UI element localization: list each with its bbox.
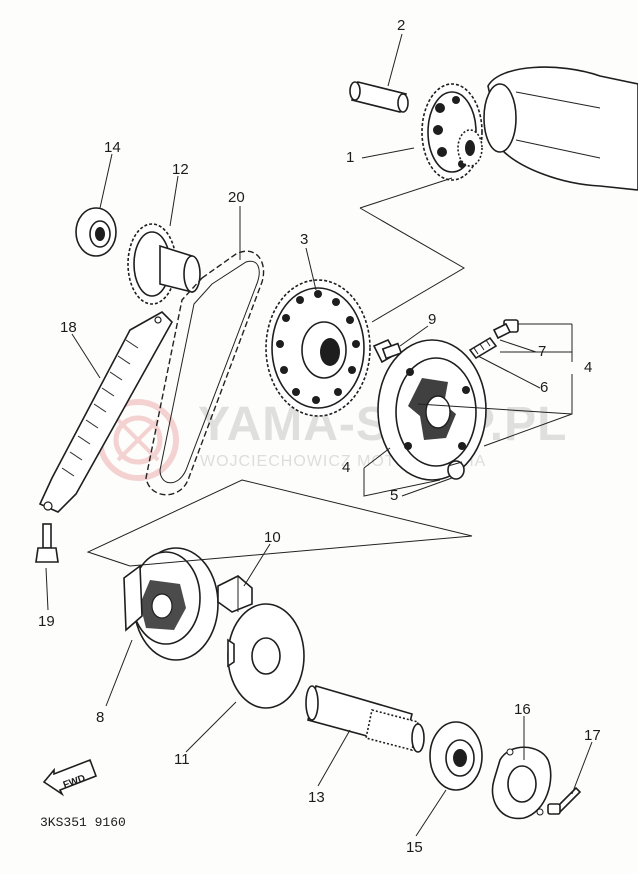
chain-guide-part-18 [38,311,173,513]
callout-10: 10 [264,529,281,546]
screw-part-17 [547,786,582,815]
callout-4-right: 4 [584,359,592,376]
callout-2: 2 [397,17,405,34]
crankshaft-end [483,66,638,191]
assembly-lines [86,177,573,567]
idle-gear-part-1 [421,83,483,181]
callout-9: 9 [428,311,436,328]
bearing-part-15 [429,721,483,791]
callout-15: 15 [406,839,423,856]
pin-part-2 [349,81,409,113]
drive-gear-part-12 [127,223,201,305]
bolt-part-9 [372,338,403,364]
clutch-housing-part-8 [123,547,219,661]
primary-sheave-part-11 [227,603,305,709]
starter-wheel-gear-part-3 [265,279,371,417]
spring-part-6 [468,336,498,360]
weight-part-10 [217,575,253,613]
callout-20: 20 [228,189,245,206]
callout-numbers: 2 1 3 9 7 4 6 4 5 20 12 14 18 19 10 8 11… [38,17,601,856]
starter-clutch-part-4 [377,339,487,481]
callout-16: 16 [514,701,531,718]
bearing-part-14 [75,207,117,257]
callout-6: 6 [540,379,548,396]
callout-12: 12 [172,161,189,178]
roller-part-5 [447,460,465,480]
leader-lines [45,33,593,837]
callout-11: 11 [174,751,190,768]
plunger-part-7 [492,319,519,340]
callout-14: 14 [104,139,121,156]
callout-3: 3 [300,231,308,248]
callout-19: 19 [38,613,55,630]
callout-18: 18 [60,319,77,336]
callout-5: 5 [390,487,398,504]
callout-4-left: 4 [342,459,350,476]
drawing-code: 3KS351 9160 [40,815,126,830]
callout-13: 13 [308,789,325,806]
callout-1: 1 [346,149,354,166]
forward-direction-arrow: FWD [42,758,98,797]
callout-17: 17 [584,727,601,744]
chain-part-20 [145,250,265,496]
shaft-part-13 [305,684,425,753]
bolt-part-19 [35,523,59,563]
retainer-plate-part-16 [491,746,552,820]
callout-8: 8 [96,709,104,726]
callout-7: 7 [538,343,546,360]
